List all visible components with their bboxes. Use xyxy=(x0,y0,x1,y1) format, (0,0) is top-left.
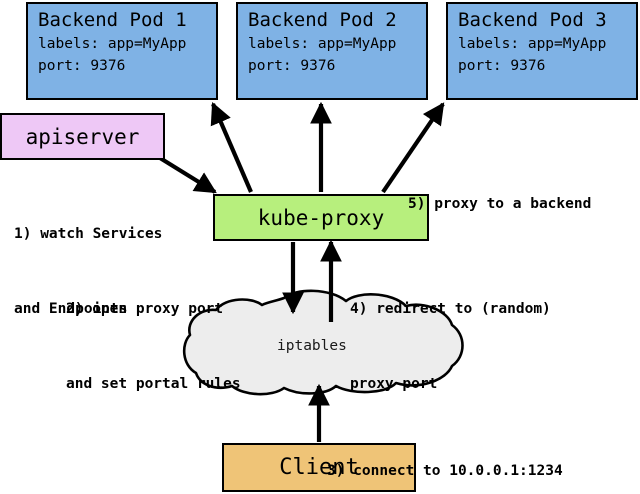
step-2-line-2: and set portal rules xyxy=(66,376,241,392)
backend-pod-2-labels: labels: app=MyApp xyxy=(248,36,397,52)
step-5-label: 5) proxy to a backend xyxy=(408,142,591,267)
step-1-label: 1) watch Services and Endpoints xyxy=(14,172,162,372)
client-label: Client xyxy=(279,455,359,480)
step-3-line-1: 3) connect to 10.0.0.1:1234 xyxy=(327,463,563,479)
apiserver-box[interactable]: apiserver xyxy=(0,113,165,160)
apiserver-label: apiserver xyxy=(25,124,140,149)
backend-pod-1-box[interactable]: Backend Pod 1 labels: app=MyApp port: 93… xyxy=(26,2,218,100)
step-1-line-1: 1) watch Services xyxy=(14,226,163,242)
step-3-label: 3) connect to 10.0.0.1:1234 xyxy=(327,409,563,494)
backend-pod-2-title: Backend Pod 2 xyxy=(248,9,397,31)
backend-pod-1-labels: labels: app=MyApp xyxy=(38,36,187,52)
backend-pod-3-labels: labels: app=MyApp xyxy=(458,36,607,52)
iptables-label: iptables xyxy=(277,338,347,354)
kube-proxy-box[interactable]: kube-proxy xyxy=(213,194,429,241)
backend-pod-2-box[interactable]: Backend Pod 2 labels: app=MyApp port: 93… xyxy=(236,2,428,100)
step-4-line-1: 4) redirect to (random) xyxy=(350,301,551,317)
backend-pod-1-port: port: 9376 xyxy=(38,58,126,74)
step-1-line-2: and Endpoints xyxy=(14,301,128,317)
step-4-line-2: proxy port xyxy=(350,376,438,392)
iptables-cloud xyxy=(182,289,464,396)
step-2-label: 2) open proxy port and set portal rules xyxy=(66,247,241,447)
backend-pod-3-box[interactable]: Backend Pod 3 labels: app=MyApp port: 93… xyxy=(446,2,638,100)
step-2-line-1: 2) open proxy port xyxy=(66,301,224,317)
step-4-label: 4) redirect to (random) proxy port xyxy=(350,247,551,447)
backend-pod-2-port: port: 9376 xyxy=(248,58,336,74)
backend-pod-3-port: port: 9376 xyxy=(458,58,546,74)
backend-pod-1-title: Backend Pod 1 xyxy=(38,9,187,31)
kube-proxy-label: kube-proxy xyxy=(257,205,385,230)
client-box[interactable]: Client xyxy=(222,443,416,492)
step-5-line-1: 5) proxy to a backend xyxy=(408,196,592,212)
backend-pod-3-title: Backend Pod 3 xyxy=(458,9,607,31)
